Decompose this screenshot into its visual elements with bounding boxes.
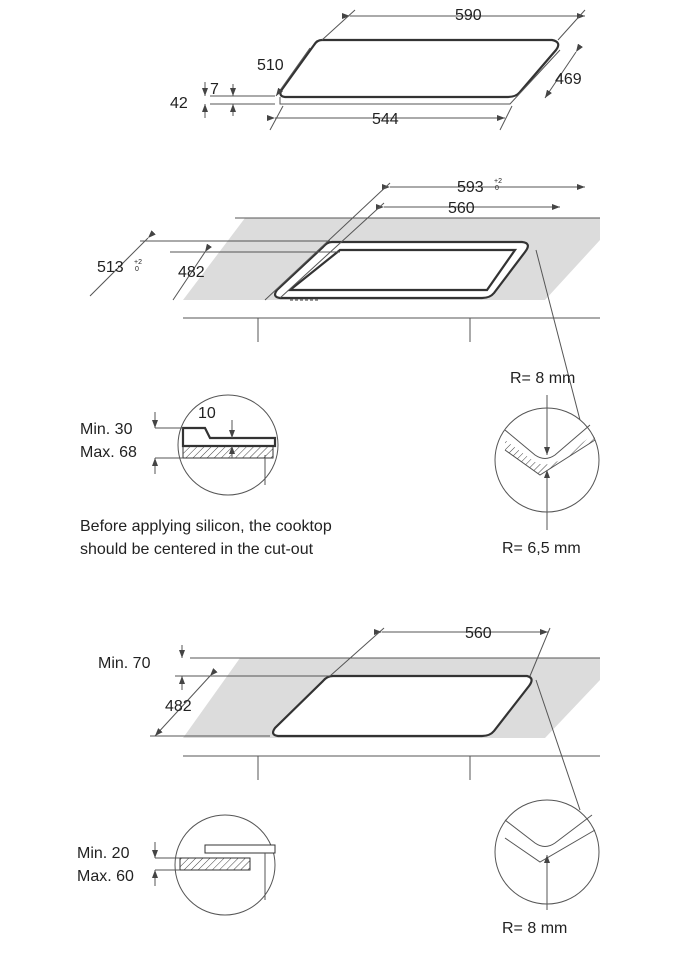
dim-depth-482-standard: 482 — [165, 698, 192, 715]
radius-label-top: R= 8 mm — [510, 370, 575, 387]
max-thickness-60: Max. 60 — [77, 868, 134, 885]
dim-depth-513: 513 — [97, 259, 124, 276]
tol-plus: +2 — [134, 259, 142, 266]
tol-minus: 0 — [495, 185, 499, 192]
min-thickness-20: Min. 20 — [77, 845, 130, 862]
dim-width-590: 590 — [455, 7, 482, 24]
dim-step-10: 10 — [198, 405, 216, 422]
dim-width-560-standard: 560 — [465, 625, 492, 642]
tol-plus: +2 — [494, 178, 502, 185]
dim-depth-510: 510 — [257, 57, 284, 74]
tol-minus: 0 — [135, 266, 139, 273]
dim-glass-7: 7 — [210, 81, 219, 98]
max-thickness-68: Max. 68 — [80, 444, 137, 461]
dim-width-593: 593 — [457, 179, 484, 196]
flush-cutout-drawing: 593 +2 0 560 513 +2 0 482 R= 8 mm R= 6,5… — [80, 178, 600, 558]
min-front-70: Min. 70 — [98, 655, 151, 672]
note-line-2: should be centered in the cut-out — [80, 541, 314, 558]
min-thickness-30: Min. 30 — [80, 421, 133, 438]
dim-depth-482: 482 — [178, 264, 205, 281]
dim-width-560: 560 — [448, 200, 475, 217]
standard-cutout-drawing: 560 Min. 70 482 R= 8 mm Min. 20 Max. 60 — [77, 625, 600, 937]
dim-width-544: 544 — [372, 111, 399, 128]
note-line-1: Before applying silicon, the cooktop — [80, 518, 332, 535]
radius-label-standard: R= 8 mm — [502, 920, 567, 937]
dim-height-42: 42 — [170, 95, 188, 112]
radius-label-bottom: R= 6,5 mm — [502, 540, 581, 557]
dim-depth-469: 469 — [555, 71, 582, 88]
hob-drawing: 590 510 469 544 7 42 — [170, 7, 586, 131]
